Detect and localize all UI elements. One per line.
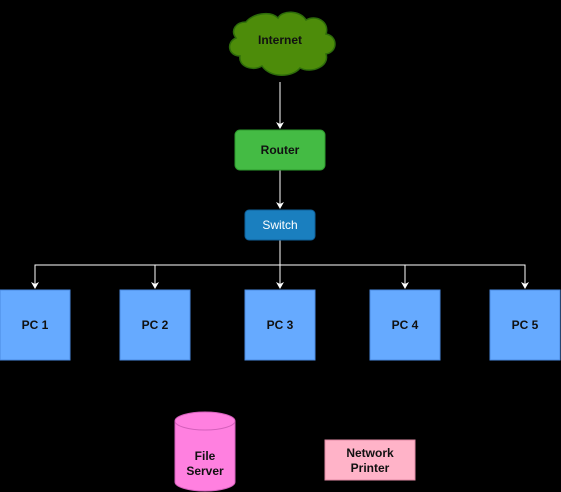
- internet-node: Internet: [228, 11, 336, 76]
- edge-switch-pc1: [31, 240, 281, 289]
- pc-label: PC 5: [512, 318, 539, 332]
- edge-switch-pc5: [280, 264, 529, 289]
- pc-2-node: PC 2: [119, 289, 191, 361]
- pc-box: [489, 289, 561, 361]
- pc-5-node: PC 5: [489, 289, 561, 361]
- printer-label-line1: Network: [346, 446, 394, 460]
- cloud-shape: [228, 11, 336, 76]
- pc-box: [244, 289, 316, 361]
- file-server-node: File Server: [174, 411, 236, 492]
- router-node: Router: [234, 129, 326, 171]
- pc-box: [119, 289, 191, 361]
- pc-3-node: PC 3: [244, 289, 316, 361]
- printer-box: [324, 439, 416, 481]
- cylinder-body: [174, 421, 236, 492]
- router-label: Router: [261, 143, 300, 157]
- pc-1-node: PC 1: [0, 289, 71, 361]
- pc-label: PC 1: [22, 318, 49, 332]
- internet-label: Internet: [258, 33, 302, 47]
- switch-label: Switch: [262, 218, 297, 232]
- pc-label: PC 3: [267, 318, 294, 332]
- pc-box: [369, 289, 441, 361]
- switch-box: [244, 209, 316, 241]
- edges: [31, 82, 529, 289]
- pc-4-node: PC 4: [369, 289, 441, 361]
- switch-node: Switch: [244, 209, 316, 241]
- pc-box: [0, 289, 71, 361]
- file-server-label-line2: Server: [186, 464, 224, 478]
- cylinder-top: [174, 411, 236, 431]
- edge-switch-pc4: [280, 264, 409, 289]
- printer-label-line2: Printer: [351, 461, 390, 475]
- pc-label: PC 4: [392, 318, 419, 332]
- pc-label: PC 2: [142, 318, 169, 332]
- file-server-label-line1: File: [195, 449, 216, 463]
- router-box: [234, 129, 326, 171]
- network-printer-node: Network Printer: [324, 439, 416, 481]
- edge-switch-pc2: [151, 264, 280, 289]
